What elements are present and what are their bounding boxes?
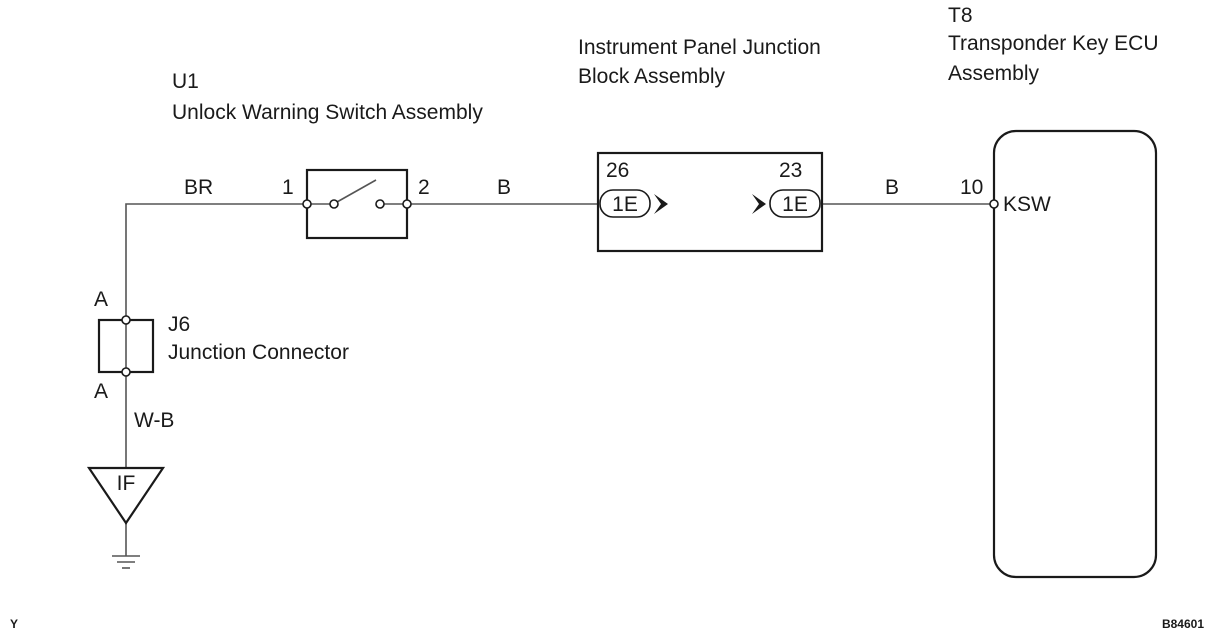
switch-code: U1	[172, 70, 199, 93]
junction-pin-bottom-label: A	[94, 380, 108, 403]
jb-connector-left	[599, 189, 651, 218]
ecu-name-line1: Transponder Key ECU	[948, 32, 1158, 55]
ecu-terminal-name: KSW	[1003, 193, 1051, 216]
jb-name-line1: Instrument Panel Junction	[578, 36, 821, 59]
jb-terminal-left-icon	[654, 194, 668, 214]
switch-pin-2-label: 2	[418, 176, 430, 199]
jb-name-line2: Block Assembly	[578, 65, 726, 88]
junction-pin-top-label: A	[94, 288, 108, 311]
ground-triangle-icon	[86, 466, 166, 525]
ecu-pin-number: 10	[960, 176, 983, 199]
transponder-key-ecu: T8 Transponder Key ECU Assembly 10 KSW	[948, 4, 1158, 579]
wire-label-b-right: B	[885, 176, 899, 199]
jb-pin-left-label: 26	[606, 159, 629, 182]
switch-pin-2	[402, 199, 412, 209]
junction-connector: A A J6 Junction Connector	[94, 288, 349, 403]
jb-terminal-right-icon	[752, 194, 766, 214]
switch-contact-right	[375, 199, 385, 209]
ecu-pin-10	[989, 199, 999, 209]
ground-point: IF	[86, 466, 166, 569]
jb-connector-right	[769, 189, 821, 218]
jb-connector-left-label: 1E	[612, 193, 638, 216]
wire-label-wb: W-B	[134, 409, 174, 432]
ground-symbol-icon	[112, 555, 140, 569]
switch-pin-1-label: 1	[282, 176, 294, 199]
footer-left-mark: Y	[10, 617, 18, 631]
junction-name: Junction Connector	[168, 341, 349, 364]
wire-br	[125, 203, 307, 320]
ecu-code: T8	[948, 4, 973, 27]
switch-contact-left	[329, 199, 339, 209]
jb-connector-right-label: 1E	[782, 193, 808, 216]
junction-pin-top	[121, 315, 131, 325]
wire-label-br: BR	[184, 176, 213, 199]
junction-code: J6	[168, 313, 190, 336]
instrument-panel-junction-block: Instrument Panel Junction Block Assembly…	[578, 36, 824, 253]
junction-pin-bottom	[121, 367, 131, 377]
unlock-warning-switch: U1 Unlock Warning Switch Assembly 1 2	[172, 70, 483, 240]
figure-id: B84601	[1162, 617, 1204, 631]
ecu-body	[992, 129, 1158, 579]
wires	[125, 203, 994, 556]
wire-label-b-left: B	[497, 176, 511, 199]
ecu-name-line2: Assembly	[948, 62, 1040, 85]
switch-pin-1	[302, 199, 312, 209]
switch-name: Unlock Warning Switch Assembly	[172, 101, 483, 124]
switch-contact-arm	[336, 179, 377, 203]
jb-pin-right-label: 23	[779, 159, 802, 182]
ground-label: IF	[117, 472, 136, 495]
